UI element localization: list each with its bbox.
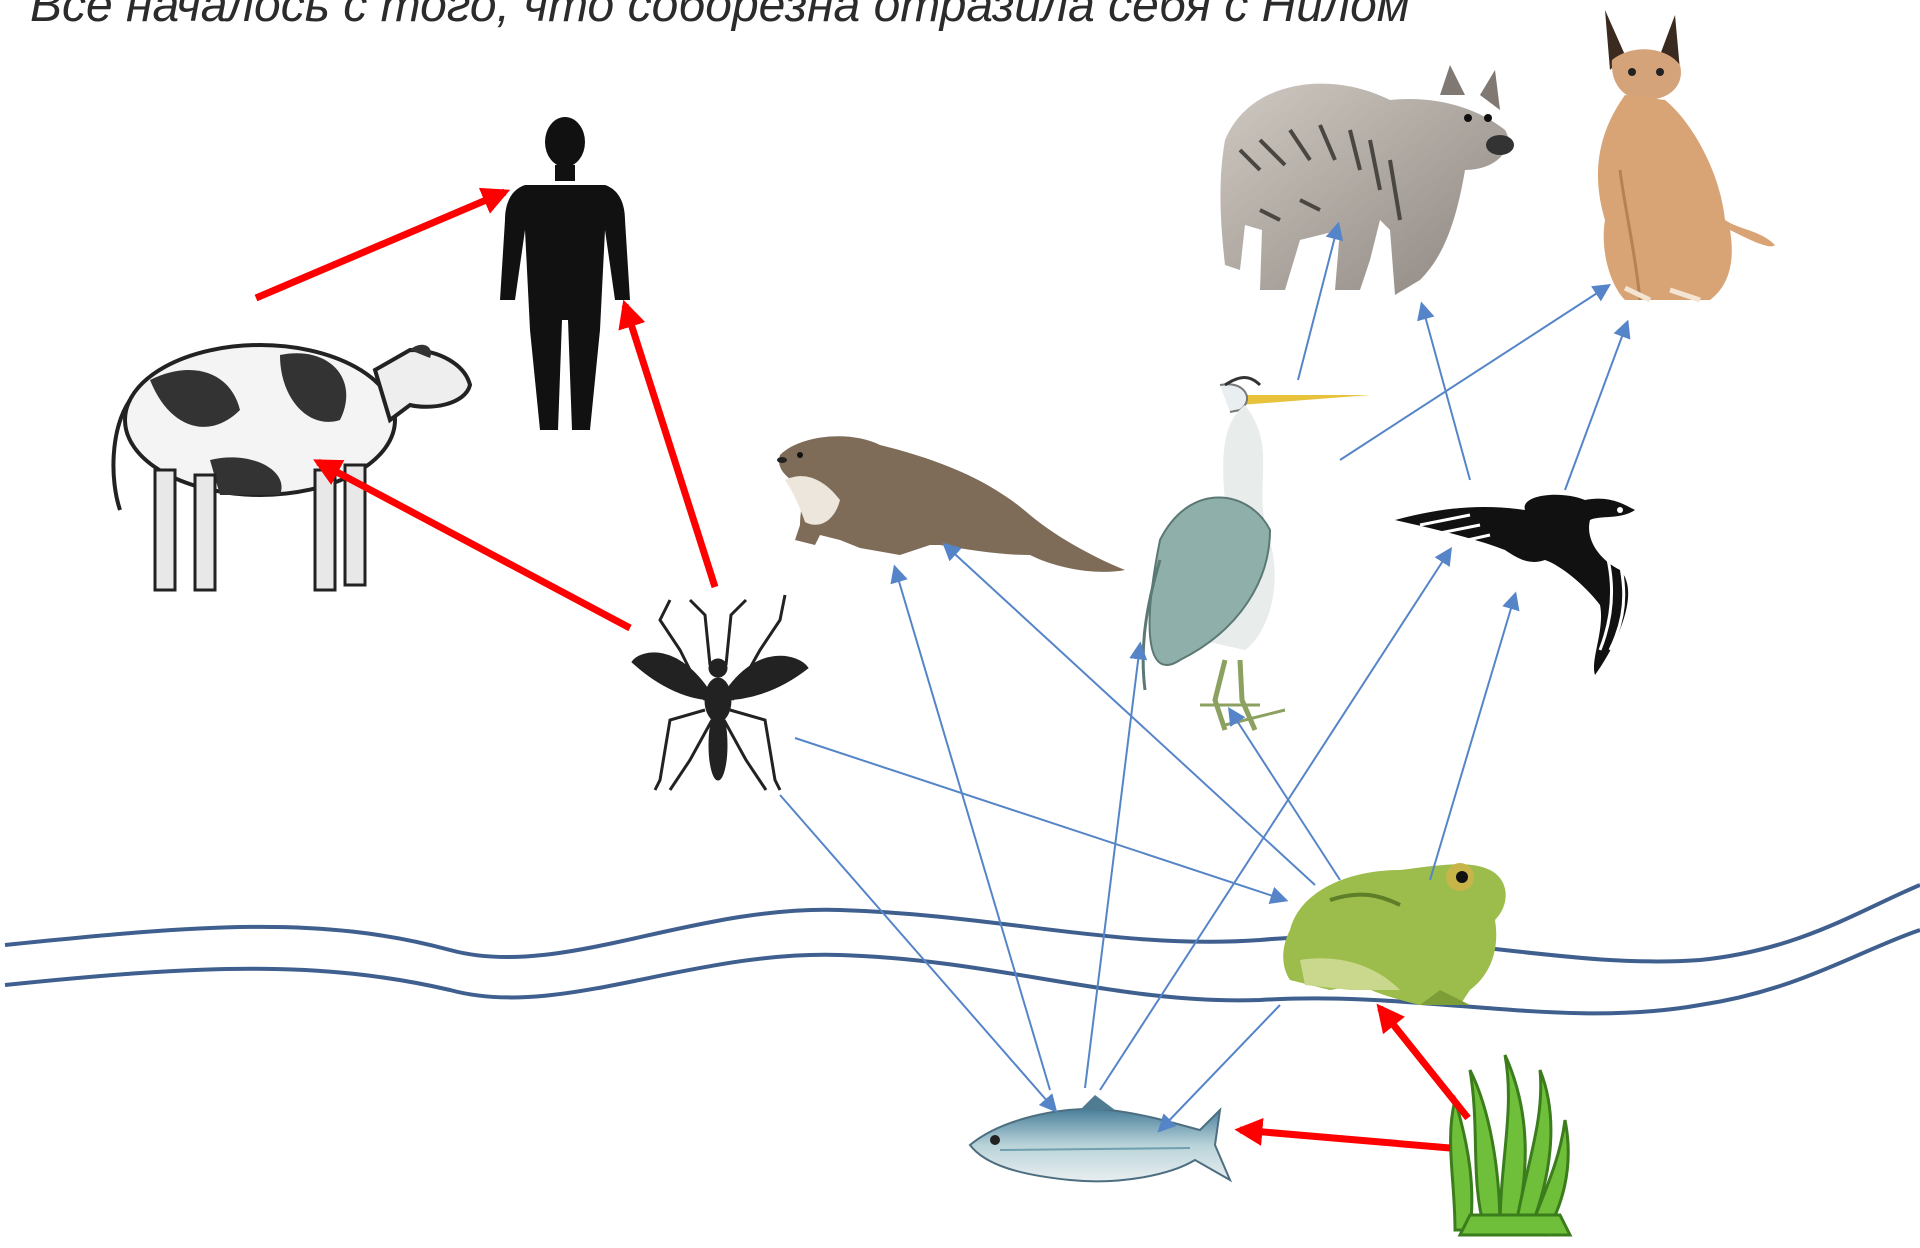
arrow-frog-heron: [1230, 710, 1340, 880]
water-surface: [5, 885, 1920, 1013]
arrow-fish-otter: [895, 568, 1050, 1090]
heron-image: [1143, 378, 1370, 731]
mosquito-silhouette: [632, 595, 808, 790]
arrow-algae-frog: [1380, 1008, 1468, 1118]
arrow-eagle-caracal: [1565, 323, 1627, 490]
caracal-image: [1598, 10, 1775, 300]
algae-image: [1451, 1055, 1570, 1235]
human-silhouette: [500, 117, 630, 430]
arrow-eagle-hyena: [1422, 305, 1470, 480]
cow-image: [113, 345, 470, 590]
arrow-mosquito-human: [625, 305, 715, 587]
arrow-mosquito-fish: [780, 795, 1055, 1110]
water-line-upper: [5, 885, 1920, 961]
blue-arrows: [780, 225, 1627, 1130]
frog-image: [1283, 863, 1505, 1005]
arrow-fish-heron: [1085, 645, 1140, 1088]
eagle-silhouette: [1395, 495, 1635, 675]
water-line-lower: [5, 930, 1920, 1013]
arrow-heron-caracal: [1340, 286, 1608, 460]
red-arrows: [256, 192, 1468, 1148]
arrow-mosquito-frog: [795, 738, 1285, 900]
fish-image: [970, 1095, 1230, 1181]
hyena-image: [1220, 65, 1514, 295]
arrow-frog-eagle: [1430, 595, 1515, 880]
arrow-heron-hyena: [1298, 225, 1338, 380]
arrow-cow-human: [256, 192, 505, 298]
arrow-algae-fish: [1240, 1130, 1450, 1148]
